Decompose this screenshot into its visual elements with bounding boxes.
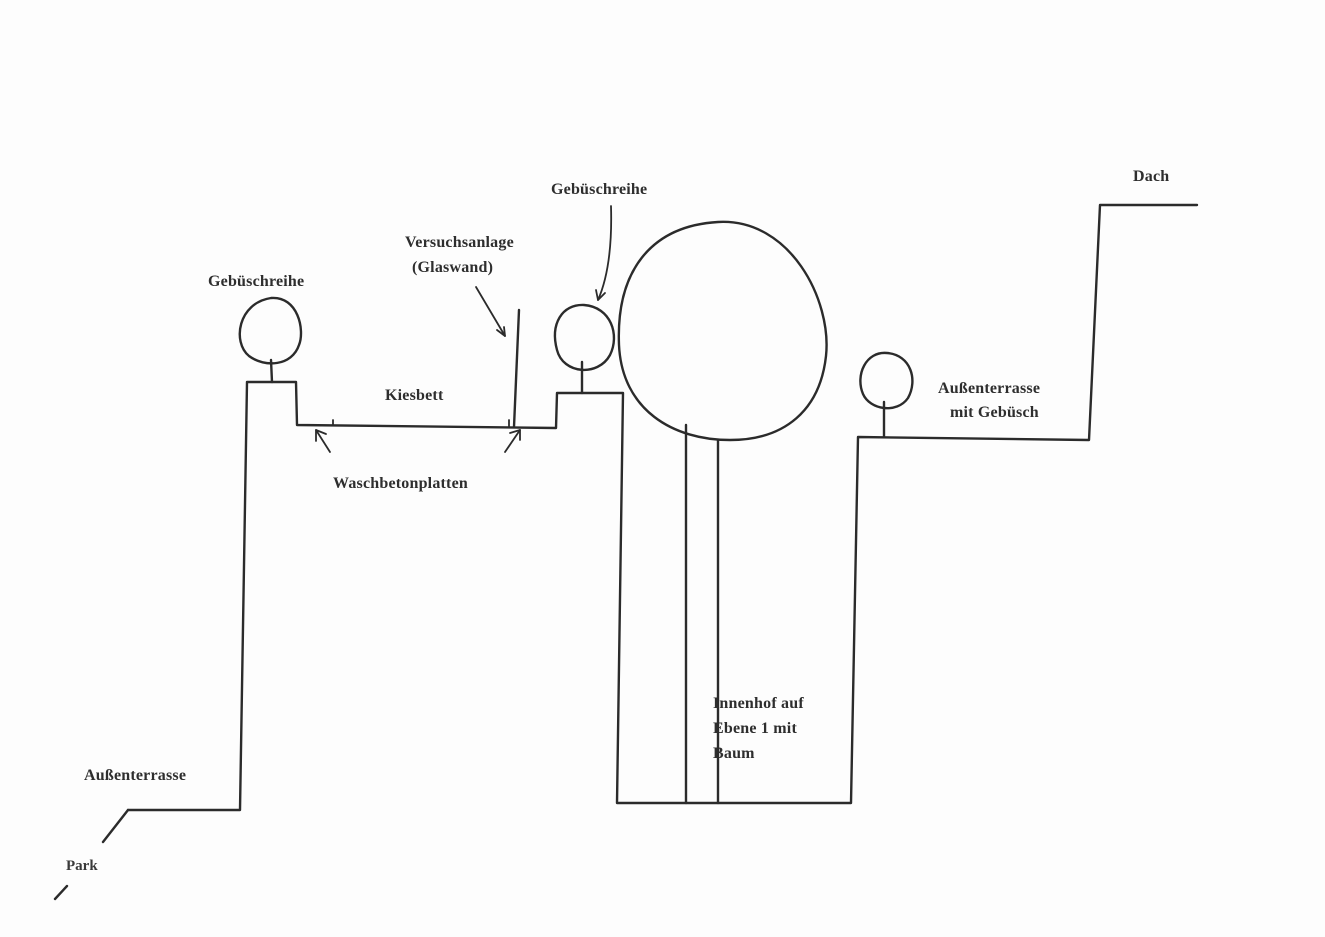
arrow-waschbeton-right-icon	[504, 429, 521, 453]
label-versuchsanlage: Versuchsanlage	[405, 234, 514, 251]
courtyard-tree-icon	[617, 220, 828, 805]
label-aussenterrasse-left: Außenterrasse	[84, 767, 186, 784]
label-gebuesch-left: Gebüschreihe	[208, 273, 304, 290]
label-waschbetonplatten: Waschbetonplatten	[333, 475, 468, 492]
arrow-waschbeton-left-icon	[315, 429, 331, 453]
right-shrub-icon	[859, 351, 914, 439]
glass-wall-icon	[508, 308, 521, 429]
label-mit-gebuesch: mit Gebüsch	[950, 404, 1039, 421]
label-innenhof-3: Baum	[713, 745, 755, 762]
middle-shrub-icon	[553, 303, 616, 395]
label-glaswand: (Glaswand)	[412, 259, 493, 276]
arrow-gebuesch-mid-icon	[595, 205, 613, 301]
building-profile-line	[126, 203, 1199, 812]
label-park: Park	[66, 858, 98, 874]
label-gebuesch-mid: Gebüschreihe	[551, 181, 647, 198]
park-edge-line	[53, 884, 69, 901]
label-innenhof-2: Ebene 1 mit	[713, 720, 797, 737]
label-aussenterrasse-right: Außenterrasse	[938, 380, 1040, 397]
park-slope-line	[101, 808, 130, 844]
label-dach: Dach	[1133, 168, 1169, 185]
label-kiesbett: Kiesbett	[385, 387, 444, 404]
label-innenhof-1: Innenhof auf	[713, 695, 804, 712]
left-shrub-icon	[238, 296, 303, 384]
arrow-versuchsanlage-icon	[475, 286, 506, 337]
